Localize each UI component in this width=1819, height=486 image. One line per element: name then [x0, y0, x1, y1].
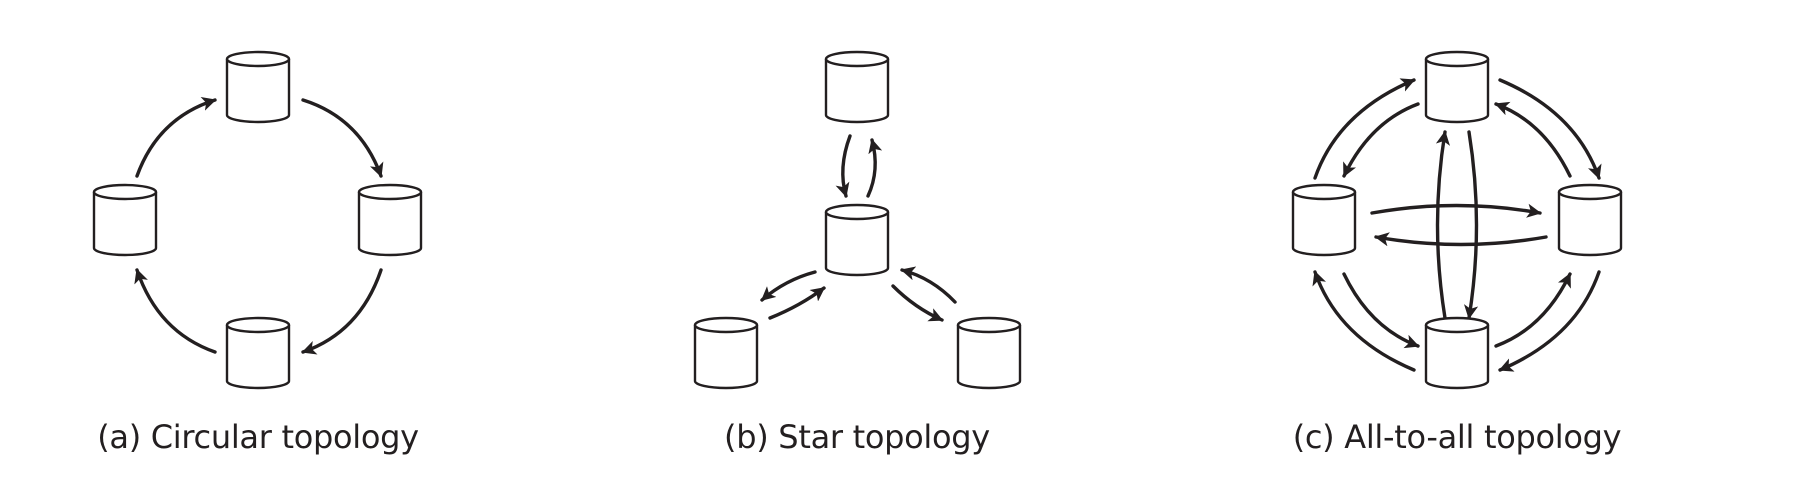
edge-bottom-to-left	[1312, 270, 1416, 372]
edge-bottom-to-top	[1435, 130, 1451, 320]
diagram-star	[693, 50, 1022, 390]
node-bottom	[225, 316, 291, 390]
node-right	[956, 316, 1022, 390]
edge-top-to-left	[1342, 102, 1420, 178]
node-top	[225, 50, 291, 124]
edge-top-to-center	[835, 134, 852, 198]
node-right	[1557, 183, 1623, 257]
edge-top-to-right	[301, 98, 384, 178]
node-left	[1291, 183, 1357, 257]
edge-right-to-bottom	[1498, 270, 1601, 372]
node-top	[824, 50, 890, 124]
node-bottom	[1424, 316, 1490, 390]
caption-circular-topology: (a) Circular topology	[97, 418, 419, 456]
caption-star-topology: (b) Star topology	[724, 418, 990, 456]
node-center	[824, 203, 890, 277]
star-edges	[760, 134, 957, 322]
edge-right-to-center	[900, 266, 957, 304]
node-left	[693, 316, 759, 390]
node-right	[357, 183, 423, 257]
edge-right-to-bottom	[301, 268, 383, 355]
edge-right-to-left	[1374, 232, 1548, 247]
all-to-all-edges	[1312, 78, 1602, 372]
diagram-all-to-all	[1291, 50, 1623, 390]
edge-left-to-center	[768, 286, 826, 320]
edge-center-to-right	[891, 284, 944, 322]
caption-all-to-all-topology: (c) All-to-all topology	[1292, 418, 1622, 456]
edge-top-to-right	[1498, 78, 1602, 180]
edge-left-to-right	[1370, 203, 1542, 218]
edge-right-to-top	[1494, 101, 1572, 178]
edge-left-to-bottom	[1342, 272, 1420, 349]
edge-bottom-to-right	[1494, 272, 1572, 348]
edge-center-to-top	[866, 138, 883, 198]
edge-left-to-top	[1313, 78, 1416, 180]
circular-edges	[134, 97, 384, 355]
diagram-circular	[92, 50, 423, 390]
node-left	[92, 183, 158, 257]
edge-center-to-left	[760, 270, 817, 302]
edge-bottom-to-left	[134, 268, 217, 354]
edge-top-to-bottom	[1463, 130, 1479, 320]
node-top	[1424, 50, 1490, 124]
edge-left-to-top	[135, 97, 217, 178]
